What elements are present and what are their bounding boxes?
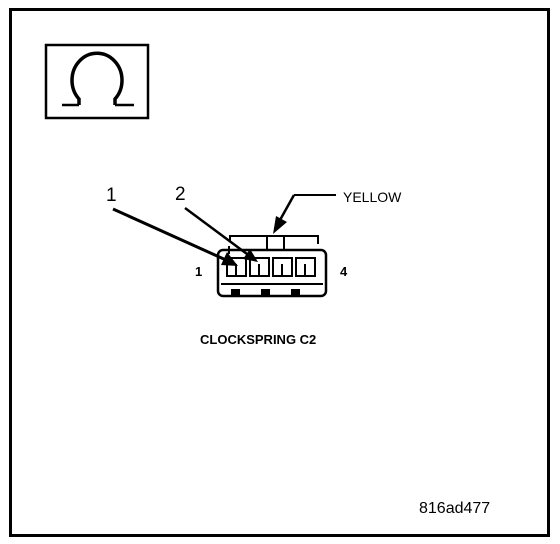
arrowhead	[243, 249, 258, 262]
figure-id: 816ad477	[419, 500, 490, 517]
wire-color-leader	[273, 194, 336, 234]
connector-name: CLOCKSPRING C2	[200, 332, 316, 347]
callout-2-leader	[184, 206, 258, 262]
arrowhead	[221, 252, 238, 266]
connector	[216, 235, 328, 298]
callout-2-label: 2	[175, 184, 186, 205]
connector-tab	[291, 289, 300, 297]
arrowhead	[273, 216, 287, 234]
callout-1-label: 1	[106, 185, 117, 206]
connector-tab	[231, 289, 240, 297]
wire-color-label: YELLOW	[343, 189, 402, 205]
pin-left-number: 1	[195, 264, 202, 279]
callout-1-leader	[112, 207, 238, 266]
ohm-symbol	[44, 43, 150, 120]
ohm-icon	[70, 51, 124, 105]
ohm-symbol-box	[44, 43, 150, 120]
pin-right-number: 4	[340, 264, 348, 279]
connector-tab	[261, 289, 270, 297]
